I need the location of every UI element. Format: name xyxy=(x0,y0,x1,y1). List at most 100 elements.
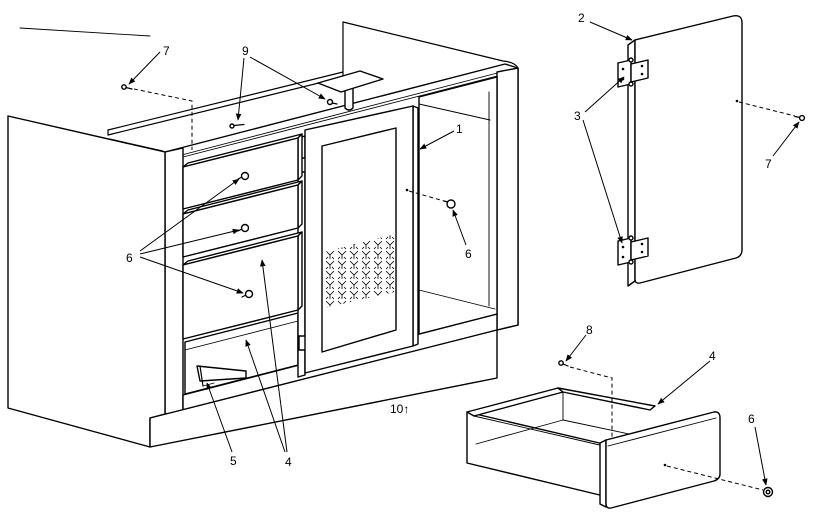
leader-6-box-knob xyxy=(754,426,768,486)
leader-4-bottom xyxy=(245,339,286,453)
drawer-box-floor-back xyxy=(475,419,564,445)
door-hinge-bottom-door-leaf xyxy=(630,237,649,261)
drawer-box-front-panel xyxy=(605,411,721,509)
drawer-box-knob-center xyxy=(765,489,771,495)
drawer-bottom-rail xyxy=(184,320,299,351)
callout-4-bottom: 4 xyxy=(285,455,292,469)
center-door-knob xyxy=(443,199,456,209)
screw-8 xyxy=(558,360,569,367)
door-hinge-bottom-screw-2 xyxy=(640,250,644,254)
drawer-knob-2 xyxy=(237,223,250,233)
back-rail-top xyxy=(107,71,344,131)
leader-6-knob-1 xyxy=(139,178,240,252)
corner-brace-stem xyxy=(344,85,354,111)
screw-7-left xyxy=(121,84,133,90)
right-stile xyxy=(496,67,519,331)
corner-brace xyxy=(317,70,384,111)
screw-9-left-head xyxy=(229,123,235,129)
center-door-edge xyxy=(412,105,419,347)
callout-1: 1 xyxy=(456,122,463,136)
callout-7-right: 7 xyxy=(765,157,772,171)
drawer-box-front-edge xyxy=(599,439,607,508)
leader-6-knob-2 xyxy=(139,228,240,255)
door-hinge-top-pin-upper xyxy=(628,57,634,63)
left-side-panel-top-inner xyxy=(109,138,164,152)
leader-6-door-knob xyxy=(452,209,467,246)
lattice-insert xyxy=(324,234,395,308)
top-rail-upper-edge xyxy=(169,70,506,159)
callout-2: 2 xyxy=(578,11,585,25)
drawer-knob-3 xyxy=(241,289,254,299)
door-hinge-bottom-screw-3 xyxy=(621,245,625,249)
leader-9-right xyxy=(249,56,326,100)
right-opening xyxy=(418,76,498,335)
leader-7-left xyxy=(128,51,161,85)
drawer-knob-1-head xyxy=(240,171,250,181)
callout-7-left: 7 xyxy=(163,44,170,58)
drawer-front-2 xyxy=(182,180,303,258)
cabinet-door-knob-hole xyxy=(735,99,739,103)
screw-7-left-path xyxy=(133,88,193,150)
cabinet-assembly xyxy=(7,21,519,448)
drawer-slide-bracket xyxy=(199,365,204,387)
margin-line xyxy=(19,27,151,37)
interior-top-edge xyxy=(418,103,491,121)
callout-3: 3 xyxy=(574,109,581,123)
corner-brace-plate xyxy=(317,70,384,93)
callout-6-right: 6 xyxy=(748,412,755,426)
leader-6-knob-3 xyxy=(139,256,244,294)
leader-4-drawer xyxy=(260,259,288,453)
callout-5: 5 xyxy=(230,454,237,468)
drawer-front-2-face xyxy=(182,184,299,258)
screw-8-shank xyxy=(562,363,569,367)
leader-3-top xyxy=(584,76,625,113)
callout-6-middle: 6 xyxy=(465,247,472,261)
right-side-panel-edge xyxy=(342,21,519,77)
cabinet-door-face xyxy=(634,14,743,284)
top-rail-lower-edge xyxy=(182,75,498,158)
screw-7-left-shank xyxy=(125,86,133,90)
screw-7-left-head xyxy=(121,84,127,90)
center-door-knob-path xyxy=(408,190,445,202)
door-hinge-top-screw-3 xyxy=(621,67,625,71)
drawer-slide-track xyxy=(196,365,247,382)
drawer-box-left-top-inner xyxy=(473,415,605,447)
center-door-knob-head xyxy=(446,199,456,209)
leader-7-right xyxy=(772,121,800,157)
screw-9-right xyxy=(326,98,338,106)
callout-labels: 7 9 1 2 3 7 6 6 8 4 6 5 4 10↑ xyxy=(126,11,772,469)
drawer-box-back-top xyxy=(466,387,564,417)
leader-4-box xyxy=(657,360,711,405)
screw-9-left xyxy=(229,123,245,129)
callout-6-left: 6 xyxy=(126,251,133,265)
center-door xyxy=(304,105,419,374)
drawer-box-knob-path xyxy=(666,465,764,491)
door-hinge-bottom-pin-lower xyxy=(628,259,634,265)
drawer-knob-2-head xyxy=(240,223,250,233)
door-hinge-bottom-screw-1 xyxy=(640,242,644,246)
screw-8-head xyxy=(558,360,564,366)
door-hinge-top-pin-lower xyxy=(628,81,634,87)
leader-8 xyxy=(565,334,587,362)
door-hinge-top-door-leaf xyxy=(630,59,649,83)
callout-cabinet: 10↑ xyxy=(390,402,409,416)
center-door-knob-hole xyxy=(405,188,409,192)
callout-8: 8 xyxy=(586,323,593,337)
drawer-box-right-top xyxy=(557,387,656,411)
right-side-panel xyxy=(343,22,505,106)
door-hinge-top-screw-1 xyxy=(640,64,644,68)
drawer-box-front-top-edge xyxy=(607,417,717,447)
left-side-panel xyxy=(7,115,166,448)
cabinet-door xyxy=(617,14,806,287)
callout-9: 9 xyxy=(242,44,249,58)
leader-9-left xyxy=(235,57,245,121)
toe-kick-base xyxy=(149,329,498,448)
screw-7-right-head xyxy=(798,114,806,122)
leader-5 xyxy=(206,382,233,453)
leader-lines xyxy=(128,21,800,486)
left-stile xyxy=(164,147,184,415)
drawer-front-1 xyxy=(182,133,303,210)
screw-7-right-path xyxy=(738,101,796,117)
leader-2 xyxy=(589,21,633,41)
